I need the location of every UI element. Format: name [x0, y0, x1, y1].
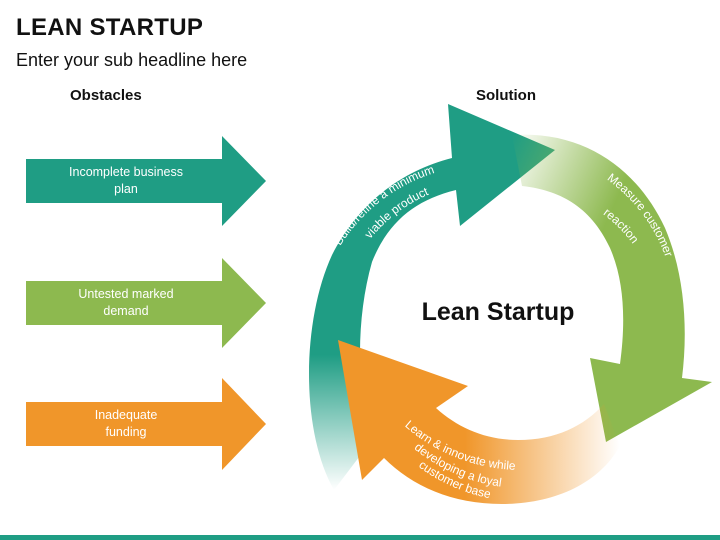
footer-bar	[0, 535, 720, 540]
obstacle-label-2: Untested marked demand	[78, 287, 174, 318]
arrow-shape	[26, 136, 266, 226]
obstacle-arrow-1: Incomplete business plan	[26, 136, 266, 226]
obstacles-heading: Obstacles	[70, 87, 142, 104]
arrow-shape	[26, 258, 266, 348]
page-title: LEAN STARTUP	[16, 14, 204, 41]
arrow-shape	[26, 378, 266, 470]
page-subtitle: Enter your sub headline here	[16, 50, 248, 70]
obstacle-label-3: Inadequate funding	[94, 408, 158, 439]
solution-heading: Solution	[476, 87, 536, 104]
cycle-center-label: Lean Startup	[421, 298, 575, 326]
cycle-segment-measure	[512, 134, 712, 442]
obstacle-arrow-2: Untested marked demand	[26, 258, 266, 348]
obstacle-label-1: Incomplete business plan	[69, 165, 183, 196]
cycle-segment-learn	[338, 340, 620, 504]
obstacle-arrow-3: Inadequate funding	[26, 378, 266, 470]
